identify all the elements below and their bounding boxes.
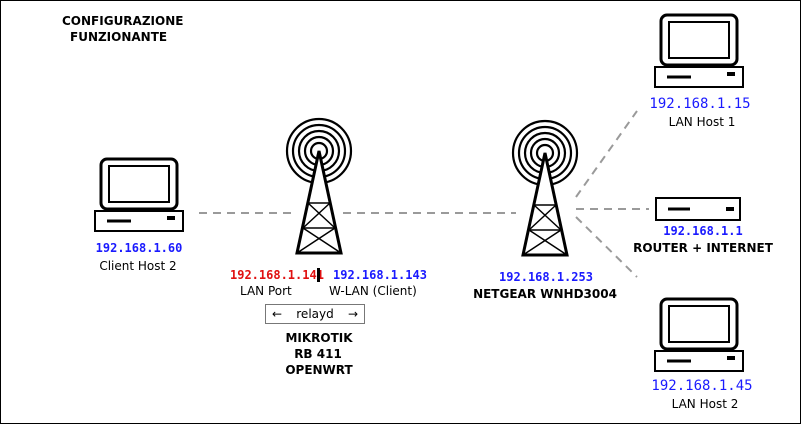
lan-host-1-computer-icon: [653, 13, 745, 89]
diagram-title-line2: FUNZIONANTE: [70, 30, 168, 44]
link-netgear-lanhost2: [575, 216, 638, 278]
link-netgear-lanhost1: [575, 110, 638, 198]
router-name: ROUTER + INTERNET: [633, 241, 773, 255]
mikrotik-name-line1: MIKROTIK: [285, 331, 353, 345]
netgear-antenna-tower-icon: [511, 119, 579, 257]
mikrotik-name-line3: OPENWRT: [285, 363, 353, 377]
lan-host-2-name: LAN Host 2: [671, 397, 739, 411]
netgear-ip: 192.168.1.253: [499, 270, 593, 284]
client-host-computer-icon: [93, 157, 185, 233]
client-host-ip: 192.168.1.60: [95, 241, 183, 255]
mikrotik-lan-ip: 192.168.1.141: [230, 268, 324, 282]
router-ip: 192.168.1.1: [663, 224, 743, 238]
mikrotik-antenna-tower-icon: [285, 117, 353, 255]
client-host-name: Client Host 2: [99, 259, 177, 273]
relayd-bridge-box: ← relayd →: [265, 304, 365, 324]
lan-host-1-name: LAN Host 1: [668, 115, 736, 129]
port-separator: [317, 268, 320, 282]
diagram-title-line1: CONFIGURAZIONE: [62, 14, 184, 28]
mikrotik-lan-label: LAN Port: [240, 284, 292, 298]
left-arrow-icon: ←: [272, 307, 283, 321]
links: [199, 110, 649, 278]
netgear-name: NETGEAR WNHD3004: [473, 287, 617, 301]
relayd-label: relayd: [296, 307, 334, 321]
lan-host-2-ip: 192.168.1.45: [651, 378, 753, 394]
mikrotik-name-line2: RB 411: [294, 347, 342, 361]
lan-host-2-computer-icon: [653, 297, 745, 373]
router-icon: [655, 197, 741, 221]
lan-host-1-ip: 192.168.1.15: [649, 96, 751, 112]
right-arrow-icon: →: [347, 307, 358, 321]
mikrotik-wlan-label: W-LAN (Client): [329, 284, 417, 298]
mikrotik-wlan-ip: 192.168.1.143: [333, 268, 427, 282]
